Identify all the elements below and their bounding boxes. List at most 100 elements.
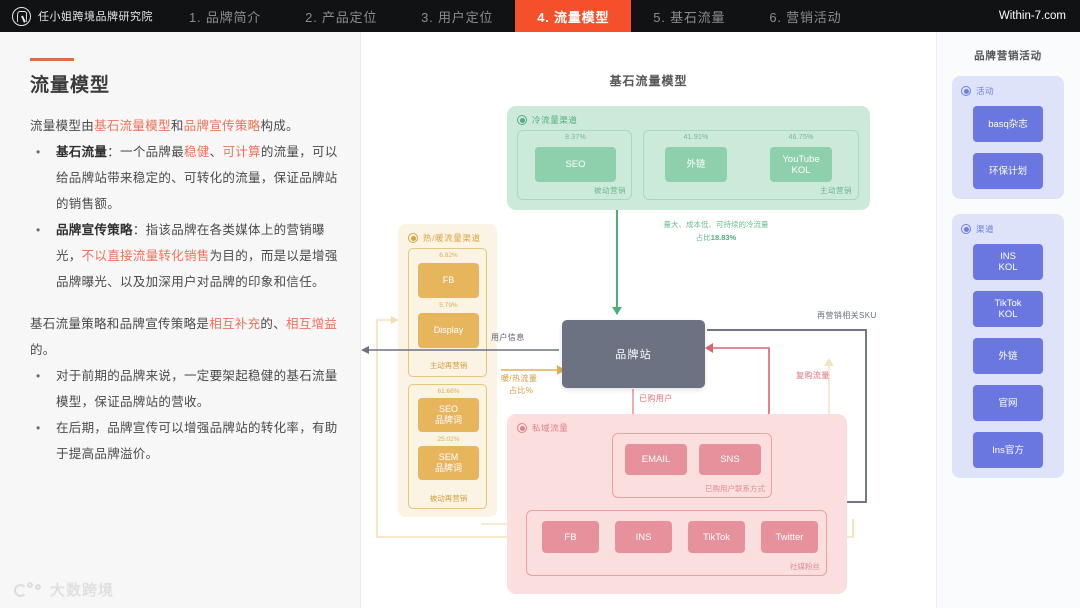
cold-traffic-note: 量大、成本低、可持续的冷流量 占比18.83% <box>636 218 796 244</box>
paragraph-spacer <box>30 295 338 311</box>
dashu-mark-icon <box>14 581 44 599</box>
private-domain-label-group: 私域流量 <box>517 422 568 434</box>
repurchase-arrowhead <box>705 343 713 353</box>
private-box-tiktok[interactable]: TikTok <box>688 521 745 553</box>
display-pct: 5.79% <box>439 302 458 309</box>
bullet-text-1-1: 指该品牌在各类媒体上的营销曝光， <box>56 223 325 263</box>
channel-item-ins-official[interactable]: Ins官方 <box>973 432 1043 468</box>
cold-passive-caption: 被动营销 <box>594 186 626 195</box>
tab-marketing-campaign[interactable]: 6. 营销活动 <box>769 9 842 25</box>
cold-note-prefix: 占比 <box>695 233 711 242</box>
intro-highlight-2: 品牌宣传策略 <box>183 119 261 133</box>
top-navigation-bar: 任小姐跨境品牌研究院 1. 品牌简介 2. 产品定位 3. 用户定位 4. 流量… <box>0 0 1080 32</box>
warm-traffic-label-group: 热/暖流量渠道 <box>408 232 481 244</box>
intro-text-3: 构成。 <box>260 119 299 133</box>
cold-passive-group: 8.37% SEO 被动营销 <box>517 130 632 200</box>
summary-highlight-1: 相互补充 <box>209 317 261 331</box>
footer-logo-label: 大数跨境 <box>50 582 115 599</box>
campaign-card: 活动 basq杂志 环保计划 <box>952 76 1064 199</box>
bullet-highlight-1-1: 不以直接流量转化销售 <box>81 249 210 263</box>
fb-pct: 6.82% <box>439 252 458 259</box>
summary-highlight-2: 相互增益 <box>286 317 338 331</box>
footer-logo: 大数跨境 <box>14 579 114 600</box>
channel-item-backlink[interactable]: 外链 <box>973 338 1043 374</box>
cold-to-station-arrow <box>612 210 622 315</box>
channel-label: 渠道 <box>976 224 995 234</box>
tab-traffic-model[interactable]: 4. 流量模型 <box>515 0 632 32</box>
private-box-fb[interactable]: FB <box>542 521 599 553</box>
right-panel-title: 品牌营销活动 <box>974 50 1042 62</box>
sem-brand-pct: 25.02% <box>437 436 460 443</box>
intro-paragraph: 流量模型由基石流量模型和品牌宣传策略构成。 <box>30 113 338 139</box>
intro-text-2: 和 <box>170 119 184 133</box>
label-user-info: 用户信息 <box>491 333 525 342</box>
traffic-model-diagram: 基石流量模型 冷流量渠道 8.37% SEO 被动营销 41.91% 外链 46… <box>361 32 936 608</box>
private-box-email[interactable]: EMAIL <box>625 444 687 475</box>
bullet-list-secondary: 对于前期的品牌来说，一定要架起稳健的基石流量模型，保证品牌站的营收。 在后期，品… <box>30 363 338 467</box>
bullet-list-primary: 基石流量：一个品牌最稳健、可计算的流量，可以给品牌站带来稳定的、可转化的流量，保… <box>30 139 338 295</box>
radio-dot-icon <box>961 86 971 96</box>
cold-active-caption: 主动营销 <box>820 186 852 195</box>
cold-traffic-panel: 冷流量渠道 8.37% SEO 被动营销 41.91% 外链 46.75% Yo… <box>507 106 870 210</box>
cold-box-seo[interactable]: SEO <box>535 147 616 182</box>
tab-user-positioning[interactable]: 3. 用户定位 <box>421 9 494 25</box>
cold-note-line2: 占比18.83% <box>636 231 796 244</box>
summary-text-3: 的。 <box>30 343 56 357</box>
label-warm-ratio-line2: 占比% <box>509 386 534 395</box>
tab-product-positioning[interactable]: 2. 产品定位 <box>305 9 378 25</box>
panel-divider <box>936 32 937 608</box>
warm-passive-caption: 被动再营销 <box>429 494 468 503</box>
cold-traffic-label-group: 冷流量渠道 <box>517 114 578 126</box>
contact-method-group: EMAIL SNS 已购用户联系方式 <box>612 433 772 498</box>
radio-dot-icon <box>408 233 418 243</box>
site-url-label[interactable]: Within-7.com <box>998 10 1066 22</box>
wailian-pct: 41.91% <box>683 134 709 141</box>
campaign-item-eco[interactable]: 环保计划 <box>973 153 1043 189</box>
list-item: 品牌宣传策略：指该品牌在各类媒体上的营销曝光，不以直接流量转化销售为目的，而是以… <box>30 217 338 295</box>
tab-cornerstone-traffic[interactable]: 5. 基石流量 <box>653 9 726 25</box>
institute-logo-icon <box>12 6 31 26</box>
label-repurchase: 复购流量 <box>796 371 830 380</box>
bullet-text-1-2: 为目的，而是以是增强品牌曝光、以及加深用户对品牌的印象和信任。 <box>56 249 338 289</box>
private-domain-panel: 私域流量 EMAIL SNS 已购用户联系方式 FB INS TikTok Tw… <box>507 414 847 594</box>
bullet-text-0-3: 的流量，可以给品牌站带来稳定的、可转化的流量，保证品牌站的销售额。 <box>56 145 338 211</box>
channel-item-official-site[interactable]: 官网 <box>973 385 1043 421</box>
channel-loop-arrowhead <box>824 358 834 366</box>
radio-dot-icon <box>517 423 527 433</box>
summary-text-2: 的、 <box>260 317 287 331</box>
bullet-text-0-2: 、 <box>209 145 223 159</box>
private-box-sns[interactable]: SNS <box>699 444 761 475</box>
youtube-kol-pct: 46.75% <box>788 134 814 141</box>
bullet-highlight-0-1: 稳健 <box>184 145 210 159</box>
intro-highlight-1: 基石流量模型 <box>94 119 171 133</box>
label-purchased-users: 已购用户 <box>639 394 673 403</box>
bullet-text-0-1: 一个品牌最 <box>120 145 185 159</box>
warm-box-display[interactable]: Display <box>418 313 479 348</box>
list-item: 对于前期的品牌来说，一定要架起稳健的基石流量模型，保证品牌站的营收。 <box>30 363 338 415</box>
bullet-colon-1: ： <box>132 223 146 237</box>
label-remarketing-sku: 再营销相关SKU <box>817 311 877 320</box>
private-box-twitter[interactable]: Twitter <box>761 521 818 553</box>
campaign-item-basq[interactable]: basq杂志 <box>973 106 1043 142</box>
private-box-ins[interactable]: INS <box>615 521 672 553</box>
list-item: 在后期，品牌宣传可以增强品牌站的转化率，有助于提高品牌溢价。 <box>30 415 338 467</box>
warm-box-fb[interactable]: FB <box>418 263 479 298</box>
brand-logo-area: 任小姐跨境品牌研究院 <box>0 0 167 32</box>
warm-active-group: 6.82% FB 5.79% Display 主动再营销 <box>408 248 487 377</box>
private-domain-label: 私域流量 <box>532 423 569 433</box>
page-title: 流量模型 <box>30 75 111 96</box>
seo-brand-pct: 61.68% <box>437 388 460 395</box>
brand-station-node[interactable]: 品牌站 <box>562 320 705 388</box>
radio-dot-icon <box>961 224 971 234</box>
warm-traffic-panel: 热/暖流量渠道 6.82% FB 5.79% Display 主动再营销 61.… <box>398 224 497 517</box>
cold-box-backlink[interactable]: 外链 <box>665 147 727 182</box>
tab-brand-intro[interactable]: 1. 品牌简介 <box>189 9 262 25</box>
